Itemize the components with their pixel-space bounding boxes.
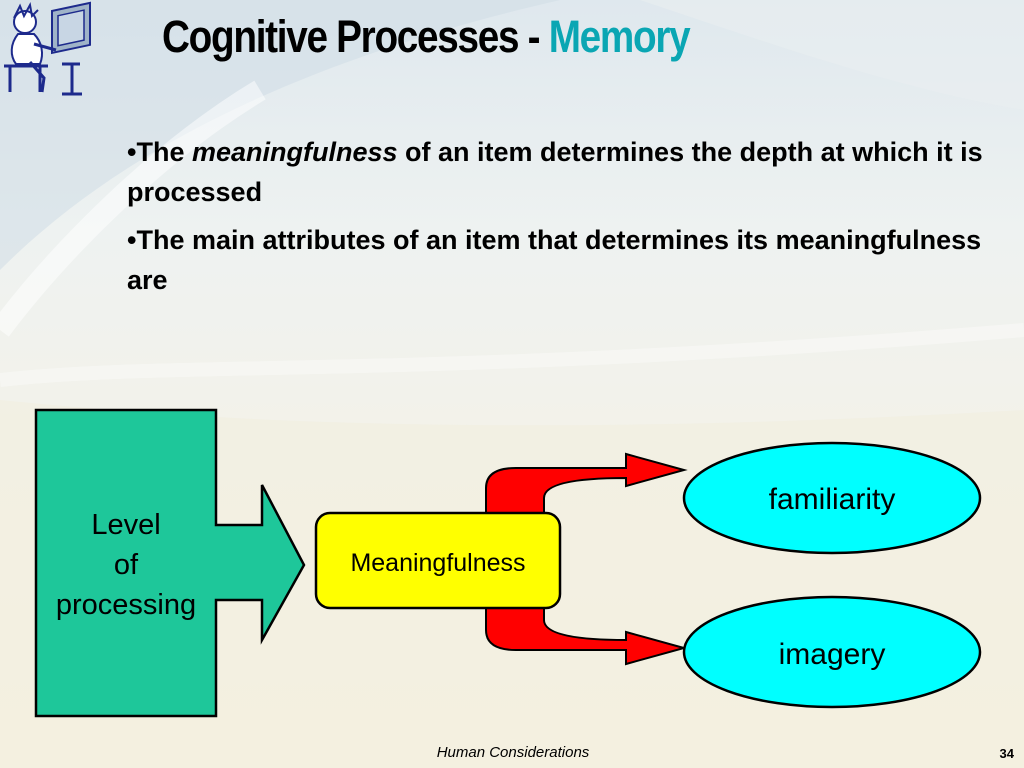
familiarity-label: familiarity	[768, 483, 896, 516]
imagery-ellipse	[682, 595, 982, 709]
title-main: Cognitive Processes -	[162, 11, 549, 62]
bullet-text: The main attributes of an item that dete…	[127, 225, 982, 295]
bullet-item: •The meaningfulness of an item determine…	[127, 132, 987, 212]
upper-curved-arrow	[485, 452, 688, 517]
bullet-text: The	[136, 137, 192, 167]
level-of-processing-arrow	[34, 408, 306, 718]
level-of-processing-label: Level of processing	[38, 505, 214, 625]
title-accent: Memory	[548, 11, 691, 62]
familiarity-ellipse	[682, 441, 982, 555]
level-label-line: Level	[91, 509, 161, 541]
bullet-marker: •	[127, 225, 137, 255]
slide-title: Cognitive Processes - Memory	[162, 10, 691, 64]
page-number: 34	[999, 746, 1014, 761]
meaningfulness-box	[314, 511, 562, 610]
computer-user-logo	[4, 1, 91, 96]
bullet-emphasis: meaningfulness	[191, 137, 398, 167]
meaningfulness-label: Meaningfulness	[350, 549, 526, 577]
bullet-marker: •	[127, 137, 137, 167]
imagery-label: imagery	[778, 638, 886, 671]
bullet-list: •The meaningfulness of an item determine…	[127, 132, 987, 308]
footer-text: Human Considerations	[436, 744, 590, 761]
level-label-line: of	[113, 549, 139, 581]
bullet-item: •The main attributes of an item that det…	[127, 220, 987, 300]
bullet-text: of an item determines the depth at which…	[127, 137, 983, 207]
lower-curved-arrow	[485, 605, 688, 666]
level-label-line: processing	[55, 589, 197, 621]
